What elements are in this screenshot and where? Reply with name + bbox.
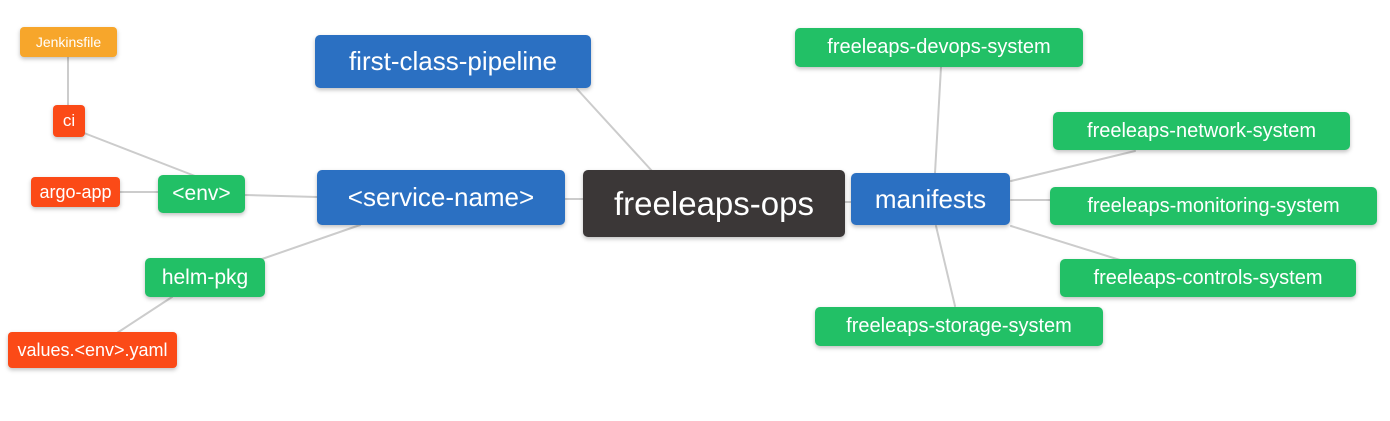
node-values-env-yaml[interactable]: values.<env>.yaml — [8, 332, 177, 368]
node-argo-app[interactable]: argo-app — [31, 177, 120, 207]
node-freeleaps-monitoring-system[interactable]: freeleaps-monitoring-system — [1050, 187, 1377, 225]
node-env[interactable]: <env> — [158, 175, 245, 213]
node-manifests[interactable]: manifests — [851, 173, 1010, 225]
node-helm-pkg[interactable]: helm-pkg — [145, 258, 265, 297]
edge-pipeline-root — [576, 88, 653, 172]
edge-helm-pkg-values — [116, 296, 173, 334]
edge-manifests-devops — [934, 66, 942, 174]
edge-manifests-storage — [935, 225, 956, 307]
node-freeleaps-ops-root[interactable]: freeleaps-ops — [583, 170, 845, 237]
node-first-class-pipeline[interactable]: first-class-pipeline — [315, 35, 591, 88]
node-service-name[interactable]: <service-name> — [317, 170, 565, 225]
node-freeleaps-devops-system[interactable]: freeleaps-devops-system — [795, 28, 1083, 67]
edge-manifests-network — [1010, 150, 1136, 182]
node-freeleaps-controls-system[interactable]: freeleaps-controls-system — [1060, 259, 1356, 297]
node-jenkinsfile[interactable]: Jenkinsfile — [20, 27, 117, 57]
node-freeleaps-storage-system[interactable]: freeleaps-storage-system — [815, 307, 1103, 346]
edge-service-name-helm-pkg — [261, 224, 361, 260]
edge-ci-env — [83, 132, 196, 177]
edge-env-service-name — [244, 194, 318, 198]
edge-manifests-controls — [1010, 225, 1121, 261]
node-freeleaps-network-system[interactable]: freeleaps-network-system — [1053, 112, 1350, 150]
node-ci[interactable]: ci — [53, 105, 85, 137]
